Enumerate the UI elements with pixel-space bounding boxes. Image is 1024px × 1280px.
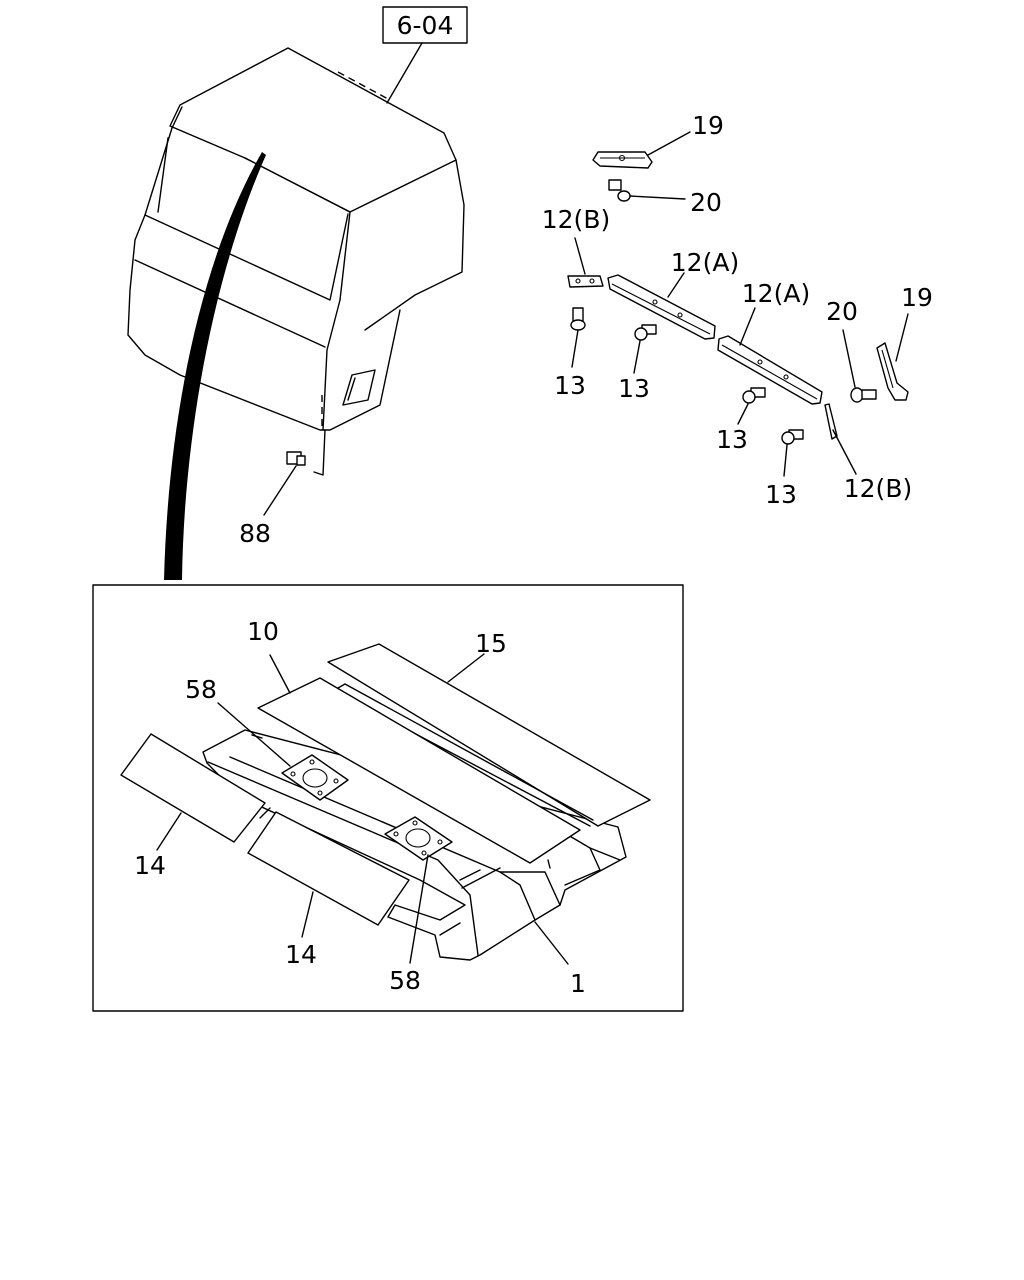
pad-14-bottom[interactable] [247,811,410,926]
callout-1[interactable]: 1 [570,969,586,998]
detail-inset-frame [92,584,684,1012]
callout-58-bottom[interactable]: 58 [389,966,421,995]
screw-13-2[interactable] [634,324,657,341]
callout-12b-top[interactable]: 12(B) [542,205,610,234]
plate-12b-top[interactable] [567,275,604,288]
callout-20-top[interactable]: 20 [690,188,722,217]
callout-10[interactable]: 10 [247,617,279,646]
callout-14-left[interactable]: 14 [134,851,166,880]
screw-20-right[interactable] [850,387,877,403]
callout-88[interactable]: 88 [239,519,271,548]
strip-12a-1[interactable] [607,274,716,340]
callout-13-4[interactable]: 13 [765,480,797,509]
roof-panel-1[interactable] [202,729,627,961]
pad-14-left[interactable] [120,733,266,843]
reference-box[interactable]: 6-04 [382,6,468,44]
screw-20-top[interactable] [608,179,631,202]
reference-leader [386,42,423,104]
callout-14-bottom[interactable]: 14 [285,940,317,969]
detail-leader [164,152,266,580]
callout-12a-2[interactable]: 12(A) [742,279,810,308]
screw-13-3[interactable] [742,387,766,404]
callout-13-3[interactable]: 13 [716,425,748,454]
screw-13-1[interactable] [570,307,586,331]
gasket-58-bottom[interactable] [384,816,453,861]
callout-12b-bottom[interactable]: 12(B) [844,474,912,503]
plate-12b-bottom[interactable] [824,403,838,440]
strip-12a-2[interactable] [717,335,823,405]
callout-13-1[interactable]: 13 [554,371,586,400]
clip-19-right[interactable] [876,342,909,401]
clip-19-top[interactable] [592,151,653,169]
callout-58-top[interactable]: 58 [185,675,217,704]
leader-88 [263,465,297,516]
screw-13-4[interactable] [781,429,804,445]
callout-15[interactable]: 15 [475,629,507,658]
callout-19-right[interactable]: 19 [901,283,933,312]
callout-20-right[interactable]: 20 [826,297,858,326]
callout-12a-1[interactable]: 12(A) [671,248,739,277]
cab-drawing [127,47,465,476]
liner-10[interactable] [257,677,581,864]
bolt-88[interactable] [286,451,306,466]
callout-13-2[interactable]: 13 [618,374,650,403]
liner-15[interactable] [327,643,651,827]
reference-label: 6-04 [397,11,454,40]
gasket-58-top[interactable] [281,754,349,801]
callout-19-top[interactable]: 19 [692,111,724,140]
